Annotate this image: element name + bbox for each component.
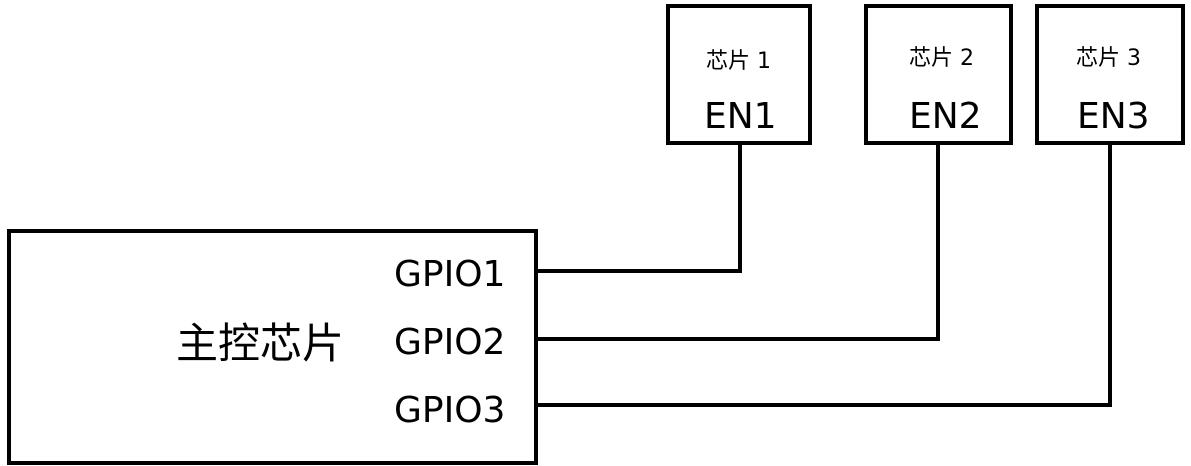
main-chip: 主控芯片 GPIO1 GPIO2 GPIO3 <box>7 229 538 465</box>
sub-chip-3-box <box>1035 4 1185 145</box>
sub-chip-1-name: 芯片 1 <box>706 49 771 74</box>
sub-chip-1-pin: EN1 <box>704 96 777 137</box>
sub-chip-3-pin: EN3 <box>1077 96 1150 137</box>
wire-gpio1-en1 <box>536 143 742 273</box>
sub-chip-2-pin: EN2 <box>909 96 982 137</box>
sub-chip-3: 芯片 3 EN3 <box>1035 4 1185 145</box>
main-chip-pin-gpio3: GPIO3 <box>394 390 505 431</box>
sub-chip-3-name: 芯片 3 <box>1076 46 1141 71</box>
main-chip-box <box>7 229 538 465</box>
main-chip-pin-gpio2: GPIO2 <box>394 322 505 363</box>
sub-chip-2: 芯片 2 EN2 <box>864 4 1013 145</box>
sub-chip-2-name: 芯片 2 <box>909 46 974 71</box>
wire-gpio3-en3 <box>536 143 1112 407</box>
main-chip-pin-gpio1: GPIO1 <box>394 254 505 295</box>
main-chip-name: 主控芯片 <box>176 319 344 368</box>
sub-chip-1: 芯片 1 EN1 <box>666 4 812 145</box>
sub-chip-1-box <box>666 4 812 145</box>
wire-gpio2-en2 <box>536 143 940 341</box>
